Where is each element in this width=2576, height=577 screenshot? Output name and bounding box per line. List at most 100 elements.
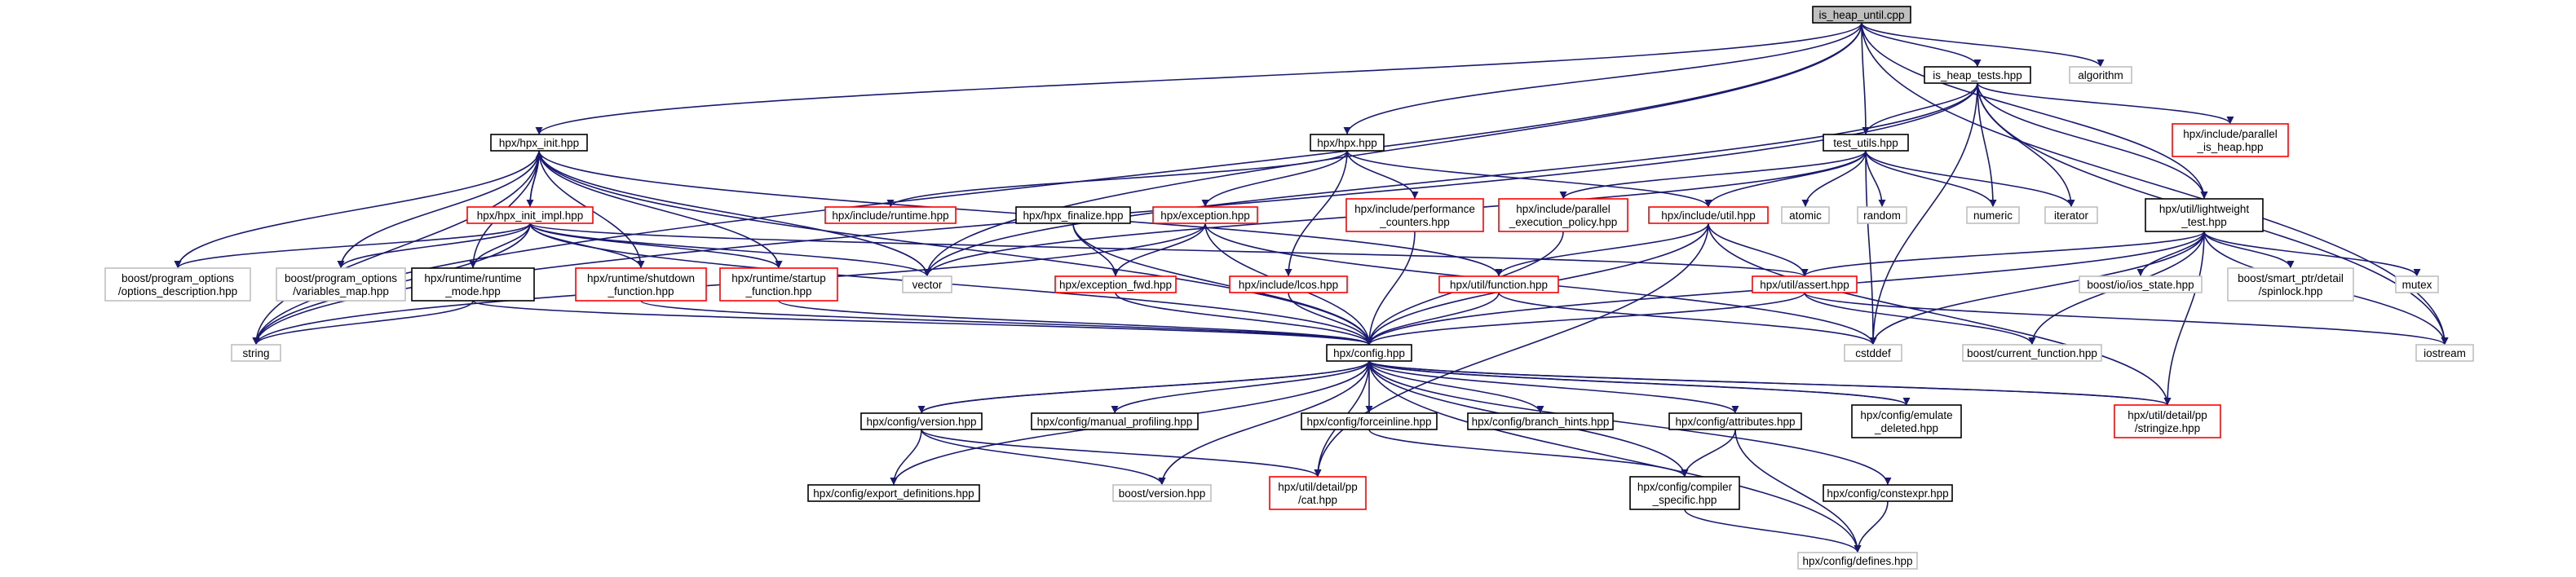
node-hpx_hpx_finalize_hpp[interactable]: hpx/hpx_finalize.hpp bbox=[1015, 206, 1131, 224]
node-box bbox=[2069, 66, 2132, 84]
node-box bbox=[1823, 134, 1909, 152]
node-box bbox=[824, 206, 957, 224]
node-hpx_hpx_init_hpp[interactable]: hpx/hpx_init.hpp bbox=[490, 134, 588, 152]
edge-hpx_util_function_hpp-to-cstddef bbox=[1498, 292, 1877, 346]
node-label: hpx/include/parallel bbox=[1516, 203, 1611, 215]
edge-is_heap_until_cpp-to-algorithm bbox=[1861, 22, 2105, 68]
node-string: string bbox=[231, 344, 281, 362]
edge-test_utils_hpp-to-cstddef bbox=[1865, 150, 1877, 346]
node-hpx_config_compiler_specific_hpp[interactable]: hpx/config/compiler_specific.hpp bbox=[1629, 476, 1740, 510]
node-hpx_util_detail_pp_cat_hpp[interactable]: hpx/util/detail/pp/cat.hpp bbox=[1269, 476, 1367, 510]
node-label: numeric bbox=[1973, 209, 2013, 222]
edge-hpx_hpx_hpp-to-hpx_exception_hpp bbox=[1201, 150, 1348, 208]
node-hpx_hpx_init_impl_hpp[interactable]: hpx/hpx_init_impl.hpp bbox=[466, 206, 594, 224]
edge-hpx_hpx_hpp-to-hpx_include_performance_counters_hpp bbox=[1346, 150, 1419, 200]
node-box bbox=[575, 267, 707, 302]
node-box bbox=[807, 484, 980, 502]
node-hpx_exception_hpp[interactable]: hpx/exception.hpp bbox=[1152, 206, 1258, 224]
node-box bbox=[860, 412, 983, 430]
node-box bbox=[1851, 404, 1962, 438]
node-label: hpx/config/emulate bbox=[1860, 409, 1952, 421]
node-label: hpx/runtime/startup bbox=[731, 272, 826, 284]
node-label: hpx/util/detail/pp bbox=[2128, 409, 2207, 421]
node-label: hpx/config/version.hpp bbox=[866, 416, 976, 428]
node-hpx_util_lightweight_test_hpp[interactable]: hpx/util/lightweight_test.hpp bbox=[2145, 198, 2264, 232]
node-box bbox=[490, 134, 588, 152]
node-label: hpx/util/function.hpp bbox=[1450, 279, 1548, 291]
node-label: hpx/include/parallel bbox=[2183, 128, 2278, 140]
edge-is_heap_tests_hpp-to-numeric bbox=[1977, 82, 1997, 208]
edge-hpx_util_lightweight_test_hpp-to-hpx_util_detail_pp_stringize_hpp bbox=[2163, 231, 2205, 406]
node-hpx_config_constexpr_hpp[interactable]: hpx/config/constexpr.hpp bbox=[1823, 484, 1953, 502]
edge-hpx_include_performance_counters_hpp-to-hpx_config_hpp bbox=[1365, 231, 1416, 346]
node-hpx_include_parallel_execution_policy_hpp[interactable]: hpx/include/parallel_execution_policy.hp… bbox=[1498, 198, 1628, 232]
node-label: hpx/include/lcos.hpp bbox=[1239, 279, 1338, 291]
edge-hpx_util_function_hpp-to-hpx_config_hpp bbox=[1365, 292, 1500, 346]
node-hpx_runtime_startup_function_hpp[interactable]: hpx/runtime/startup_function.hpp bbox=[719, 267, 838, 302]
node-box bbox=[2079, 275, 2203, 293]
node-hpx_util_assert_hpp[interactable]: hpx/util/assert.hpp bbox=[1752, 275, 1858, 293]
node-label: hpx/util/assert.hpp bbox=[1760, 279, 1849, 291]
node-label: random bbox=[1863, 209, 1901, 222]
node-boost_version_hpp: boost/version.hpp bbox=[1112, 484, 1212, 502]
node-is_heap_until_cpp[interactable]: is_heap_until.cpp bbox=[1812, 6, 1911, 24]
node-hpx_config_manual_profiling_hpp[interactable]: hpx/config/manual_profiling.hpp bbox=[1031, 412, 1199, 430]
edge-hpx_config_hpp-to-hpx_config_constexpr_hpp bbox=[1368, 360, 1892, 486]
edge-hpx_config_version_hpp-to-boost_version_hpp bbox=[921, 429, 1166, 486]
node-boost_smart_ptr_detail_spinlock_hpp: boost/smart_ptr/detail/spinlock.hpp bbox=[2227, 267, 2354, 302]
node-box bbox=[1812, 6, 1911, 24]
node-hpx_hpx_hpp[interactable]: hpx/hpx.hpp bbox=[1310, 134, 1385, 152]
node-hpx_config_export_definitions_hpp[interactable]: hpx/config/export_definitions.hpp bbox=[807, 484, 980, 502]
node-hpx_include_parallel_is_heap_hpp[interactable]: hpx/include/parallel_is_heap.hpp bbox=[2172, 123, 2289, 157]
edge-is_heap_until_cpp-to-vector bbox=[923, 22, 1862, 277]
node-hpx_include_util_hpp[interactable]: hpx/include/util.hpp bbox=[1648, 206, 1769, 224]
node-label: hpx/config/constexpr.hpp bbox=[1827, 487, 1948, 500]
node-hpx_config_attributes_hpp[interactable]: hpx/config/attributes.hpp bbox=[1668, 412, 1802, 430]
node-test_utils_hpp[interactable]: test_utils.hpp bbox=[1823, 134, 1909, 152]
node-box bbox=[1015, 206, 1131, 224]
node-hpx_config_defines_hpp: hpx/config/defines.hpp bbox=[1797, 552, 1918, 570]
node-hpx_exception_fwd_hpp[interactable]: hpx/exception_fwd.hpp bbox=[1054, 275, 1177, 293]
node-box bbox=[1629, 476, 1740, 510]
node-hpx_include_runtime_hpp[interactable]: hpx/include/runtime.hpp bbox=[824, 206, 957, 224]
node-is_heap_tests_hpp[interactable]: is_heap_tests.hpp bbox=[1924, 66, 2031, 84]
node-hpx_runtime_shutdown_function_hpp[interactable]: hpx/runtime/shutdown_function.hpp bbox=[575, 267, 707, 302]
node-hpx_config_version_hpp[interactable]: hpx/config/version.hpp bbox=[860, 412, 983, 430]
node-box bbox=[1438, 275, 1559, 293]
node-label: hpx/config.hpp bbox=[1333, 347, 1405, 359]
edge-test_utils_hpp-to-iterator bbox=[1865, 150, 2075, 208]
node-label: /stringize.hpp bbox=[2135, 422, 2200, 434]
node-box bbox=[1966, 206, 2020, 224]
node-hpx_config_emulate_deleted_hpp[interactable]: hpx/config/emulate_deleted.hpp bbox=[1851, 404, 1962, 438]
node-box bbox=[466, 206, 594, 224]
node-label: boost/current_function.hpp bbox=[1967, 347, 2097, 359]
edge-hpx_config_version_hpp-to-hpx_config_export_definitions_hpp bbox=[890, 429, 922, 486]
node-label: /options_description.hpp bbox=[118, 285, 237, 297]
edge-hpx_config_hpp-to-hpx_config_attributes_hpp bbox=[1368, 360, 1739, 414]
edge-test_utils_hpp-to-atomic bbox=[1801, 150, 1867, 208]
edge-hpx_util_lightweight_test_hpp-to-mutex bbox=[2203, 231, 2421, 277]
edge-hpx_runtime_runtime_mode_hpp-to-hpx_config_hpp bbox=[472, 300, 1373, 346]
node-box bbox=[2044, 206, 2098, 224]
edge-hpx_hpx_init_impl_hpp-to-hpx_util_assert_hpp bbox=[529, 222, 1809, 277]
node-hpx_runtime_runtime_mode_hpp[interactable]: hpx/runtime/runtime_mode.hpp bbox=[411, 267, 535, 302]
node-hpx_include_performance_counters_hpp[interactable]: hpx/include/performance_counters.hpp bbox=[1345, 198, 1484, 232]
node-hpx_config_branch_hints_hpp[interactable]: hpx/config/branch_hints.hpp bbox=[1467, 412, 1614, 430]
node-label: hpx/config/branch_hints.hpp bbox=[1472, 416, 1610, 428]
node-box bbox=[1668, 412, 1802, 430]
node-hpx_util_detail_pp_stringize_hpp[interactable]: hpx/util/detail/pp/stringize.hpp bbox=[2114, 404, 2221, 438]
edge-hpx_config_attributes_hpp-to-hpx_config_compiler_specific_hpp bbox=[1681, 429, 1736, 478]
node-box bbox=[1345, 198, 1484, 232]
edge-hpx_config_constexpr_hpp-to-hpx_config_defines_hpp bbox=[1854, 500, 1889, 553]
node-label: hpx/config/forceinline.hpp bbox=[1306, 416, 1431, 428]
node-hpx_util_function_hpp[interactable]: hpx/util/function.hpp bbox=[1438, 275, 1559, 293]
node-hpx_include_lcos_hpp[interactable]: hpx/include/lcos.hpp bbox=[1229, 275, 1348, 293]
edge-hpx_hpx_init_hpp-to-vector bbox=[538, 150, 931, 277]
node-label: hpx/config/attributes.hpp bbox=[1675, 416, 1795, 428]
node-hpx_config_forceinline_hpp[interactable]: hpx/config/forceinline.hpp bbox=[1301, 412, 1438, 430]
edge-test_utils_hpp-to-hpx_include_util_hpp bbox=[1704, 150, 1867, 208]
edge-hpx_config_hpp-to-hpx_config_manual_profiling_hpp bbox=[1111, 360, 1370, 414]
node-hpx_config_hpp[interactable]: hpx/config.hpp bbox=[1326, 344, 1412, 362]
